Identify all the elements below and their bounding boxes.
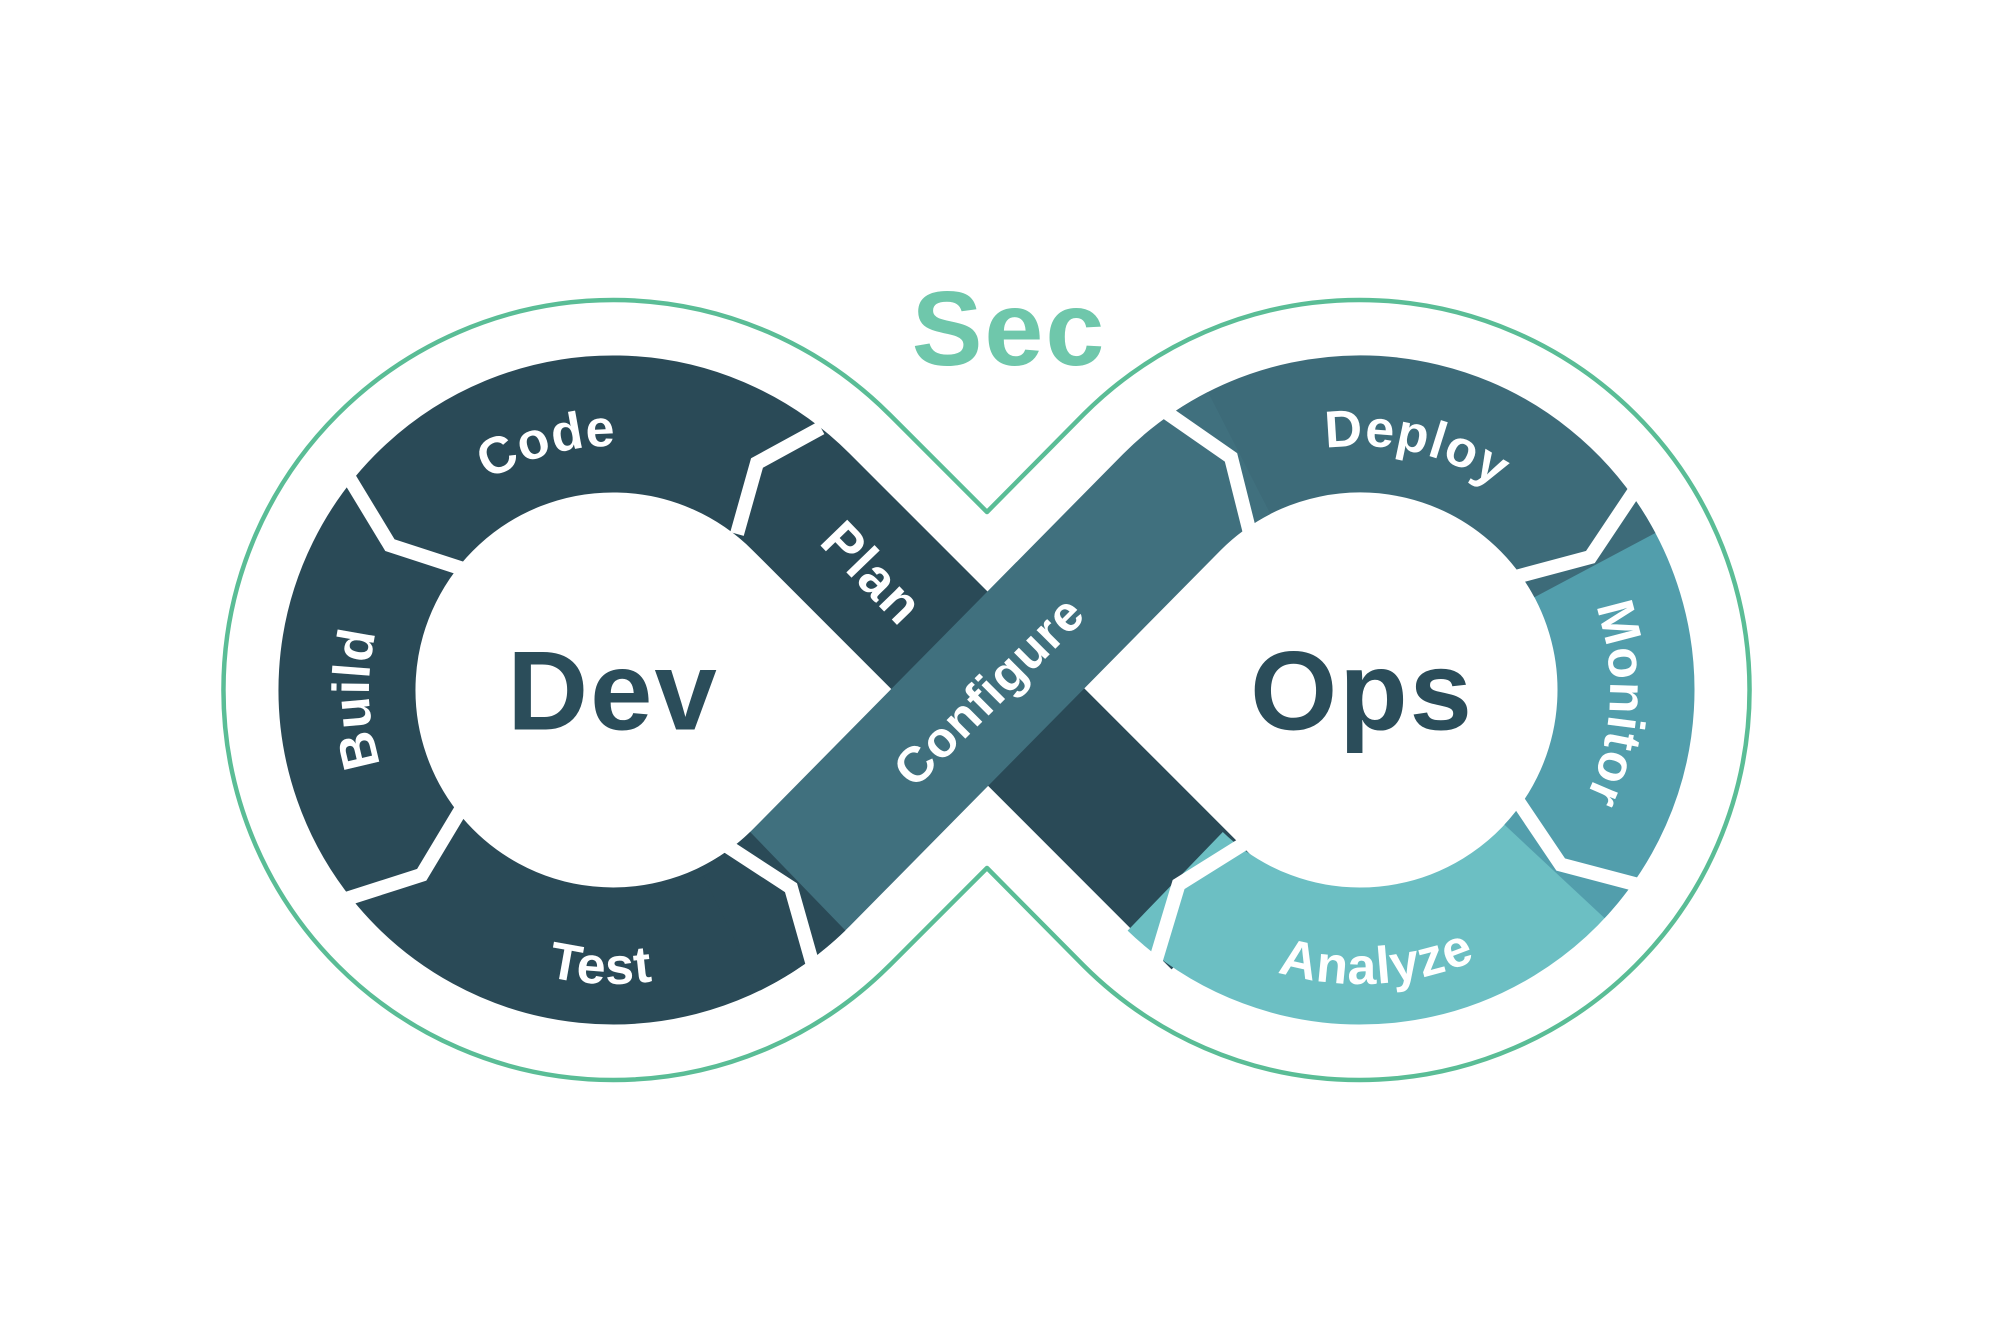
ops-center-label: Ops — [1250, 629, 1474, 754]
chevron-code-build — [342, 472, 466, 576]
chevron-test-configure — [722, 839, 820, 968]
test-label: Test — [545, 932, 655, 997]
dev-ring-and-plan-band — [278, 355, 1269, 1025]
chevron-build-test — [342, 804, 468, 906]
infinity-outline — [221, 297, 1752, 1083]
monitor-segment — [1503, 493, 1695, 919]
chevron-analyze-plan — [1148, 837, 1249, 964]
chevron-plan-code — [730, 421, 825, 536]
build-label-text: Build — [323, 623, 391, 775]
dev-center-label: Dev — [507, 629, 718, 754]
chevron-monitor-analyze — [1511, 796, 1641, 892]
chevron-configure-deploy — [1161, 405, 1257, 535]
analyze-segment — [1127, 802, 1634, 1025]
build-label: Build — [323, 623, 392, 775]
deploy-segment — [1168, 355, 1656, 599]
sec-title: Sec — [912, 270, 1107, 388]
test-label-text: Test — [545, 932, 654, 997]
chevron-deploy-monitor — [1513, 486, 1641, 584]
